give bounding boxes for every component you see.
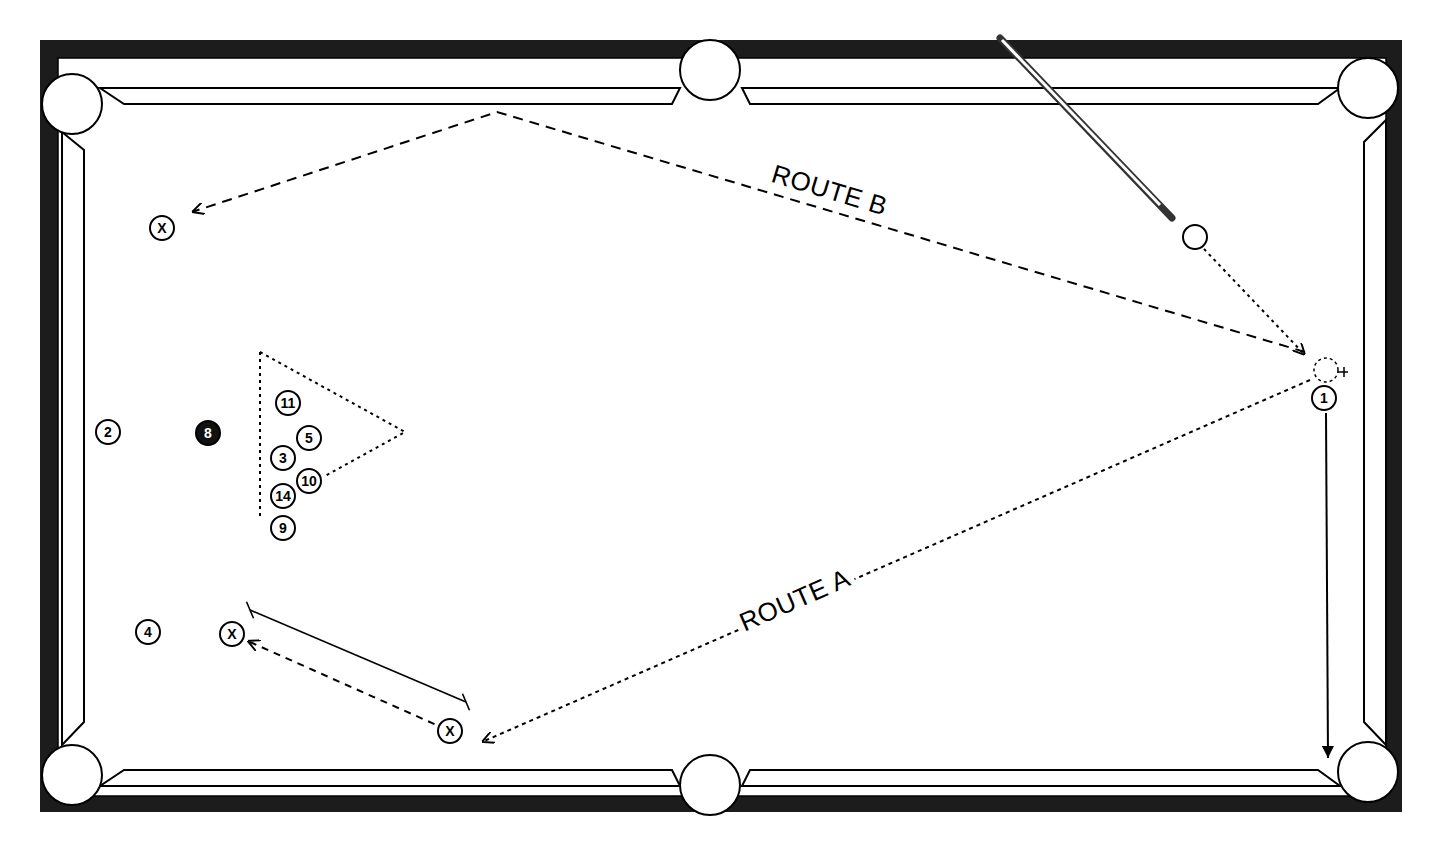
dimension-bar (247, 602, 254, 619)
ball: 14 (270, 483, 296, 509)
ball: 5 (296, 425, 322, 451)
cushion (742, 88, 1340, 104)
ball-number: X (227, 627, 236, 641)
ball-number: X (445, 724, 454, 738)
cushion (1364, 120, 1386, 745)
pocket (1338, 58, 1398, 118)
ball-number: 14 (275, 489, 291, 503)
ball-number: 2 (104, 425, 112, 439)
pocket (42, 745, 102, 805)
ball-number: 11 (281, 396, 296, 410)
ball-path-arrow (248, 641, 435, 724)
cushion (742, 770, 1340, 786)
ball: X (219, 621, 245, 647)
ball: 4 (135, 619, 161, 645)
route-a-path (482, 380, 1310, 742)
ball: 1 (1311, 385, 1337, 411)
dimension-bar (463, 694, 470, 711)
cushion (100, 88, 680, 104)
pocket (42, 74, 102, 134)
ball: X (437, 718, 463, 744)
ball: 11 (275, 390, 301, 416)
ball: 9 (270, 515, 296, 541)
ball-number: 1 (1320, 391, 1328, 405)
ball-number: 3 (279, 451, 287, 465)
pocket (1338, 742, 1398, 802)
route-label: ROUTE A (732, 562, 859, 639)
route-b-path (192, 112, 1305, 352)
cue-stick (1002, 40, 1160, 205)
ball: 2 (95, 419, 121, 445)
cue-ball (1183, 225, 1207, 249)
contact-mark (1338, 367, 1348, 377)
rack-triangle (260, 352, 405, 520)
pocket (680, 40, 740, 100)
cushion (100, 770, 680, 786)
cue-ball-path (1204, 249, 1305, 355)
ball-number: 10 (301, 474, 317, 488)
route-label: ROUTE B (765, 158, 895, 222)
cushion (62, 132, 84, 745)
ghost-ball (1314, 358, 1338, 382)
table-frame (40, 40, 1402, 812)
ball-number: 4 (144, 625, 152, 639)
ball-number: X (157, 221, 166, 235)
ball: 10 (296, 468, 322, 494)
eight-ball: 8 (195, 420, 221, 446)
dimension-line (250, 610, 466, 702)
ball: 3 (270, 445, 296, 471)
pocket (680, 755, 740, 815)
ball: X (149, 215, 175, 241)
ball-number: 5 (305, 431, 313, 445)
rail (58, 58, 1386, 796)
ball-number: 8 (204, 426, 212, 440)
object-ball-path (1326, 413, 1328, 758)
ball-number: 9 (279, 521, 287, 535)
cue-stick (1000, 38, 1172, 218)
